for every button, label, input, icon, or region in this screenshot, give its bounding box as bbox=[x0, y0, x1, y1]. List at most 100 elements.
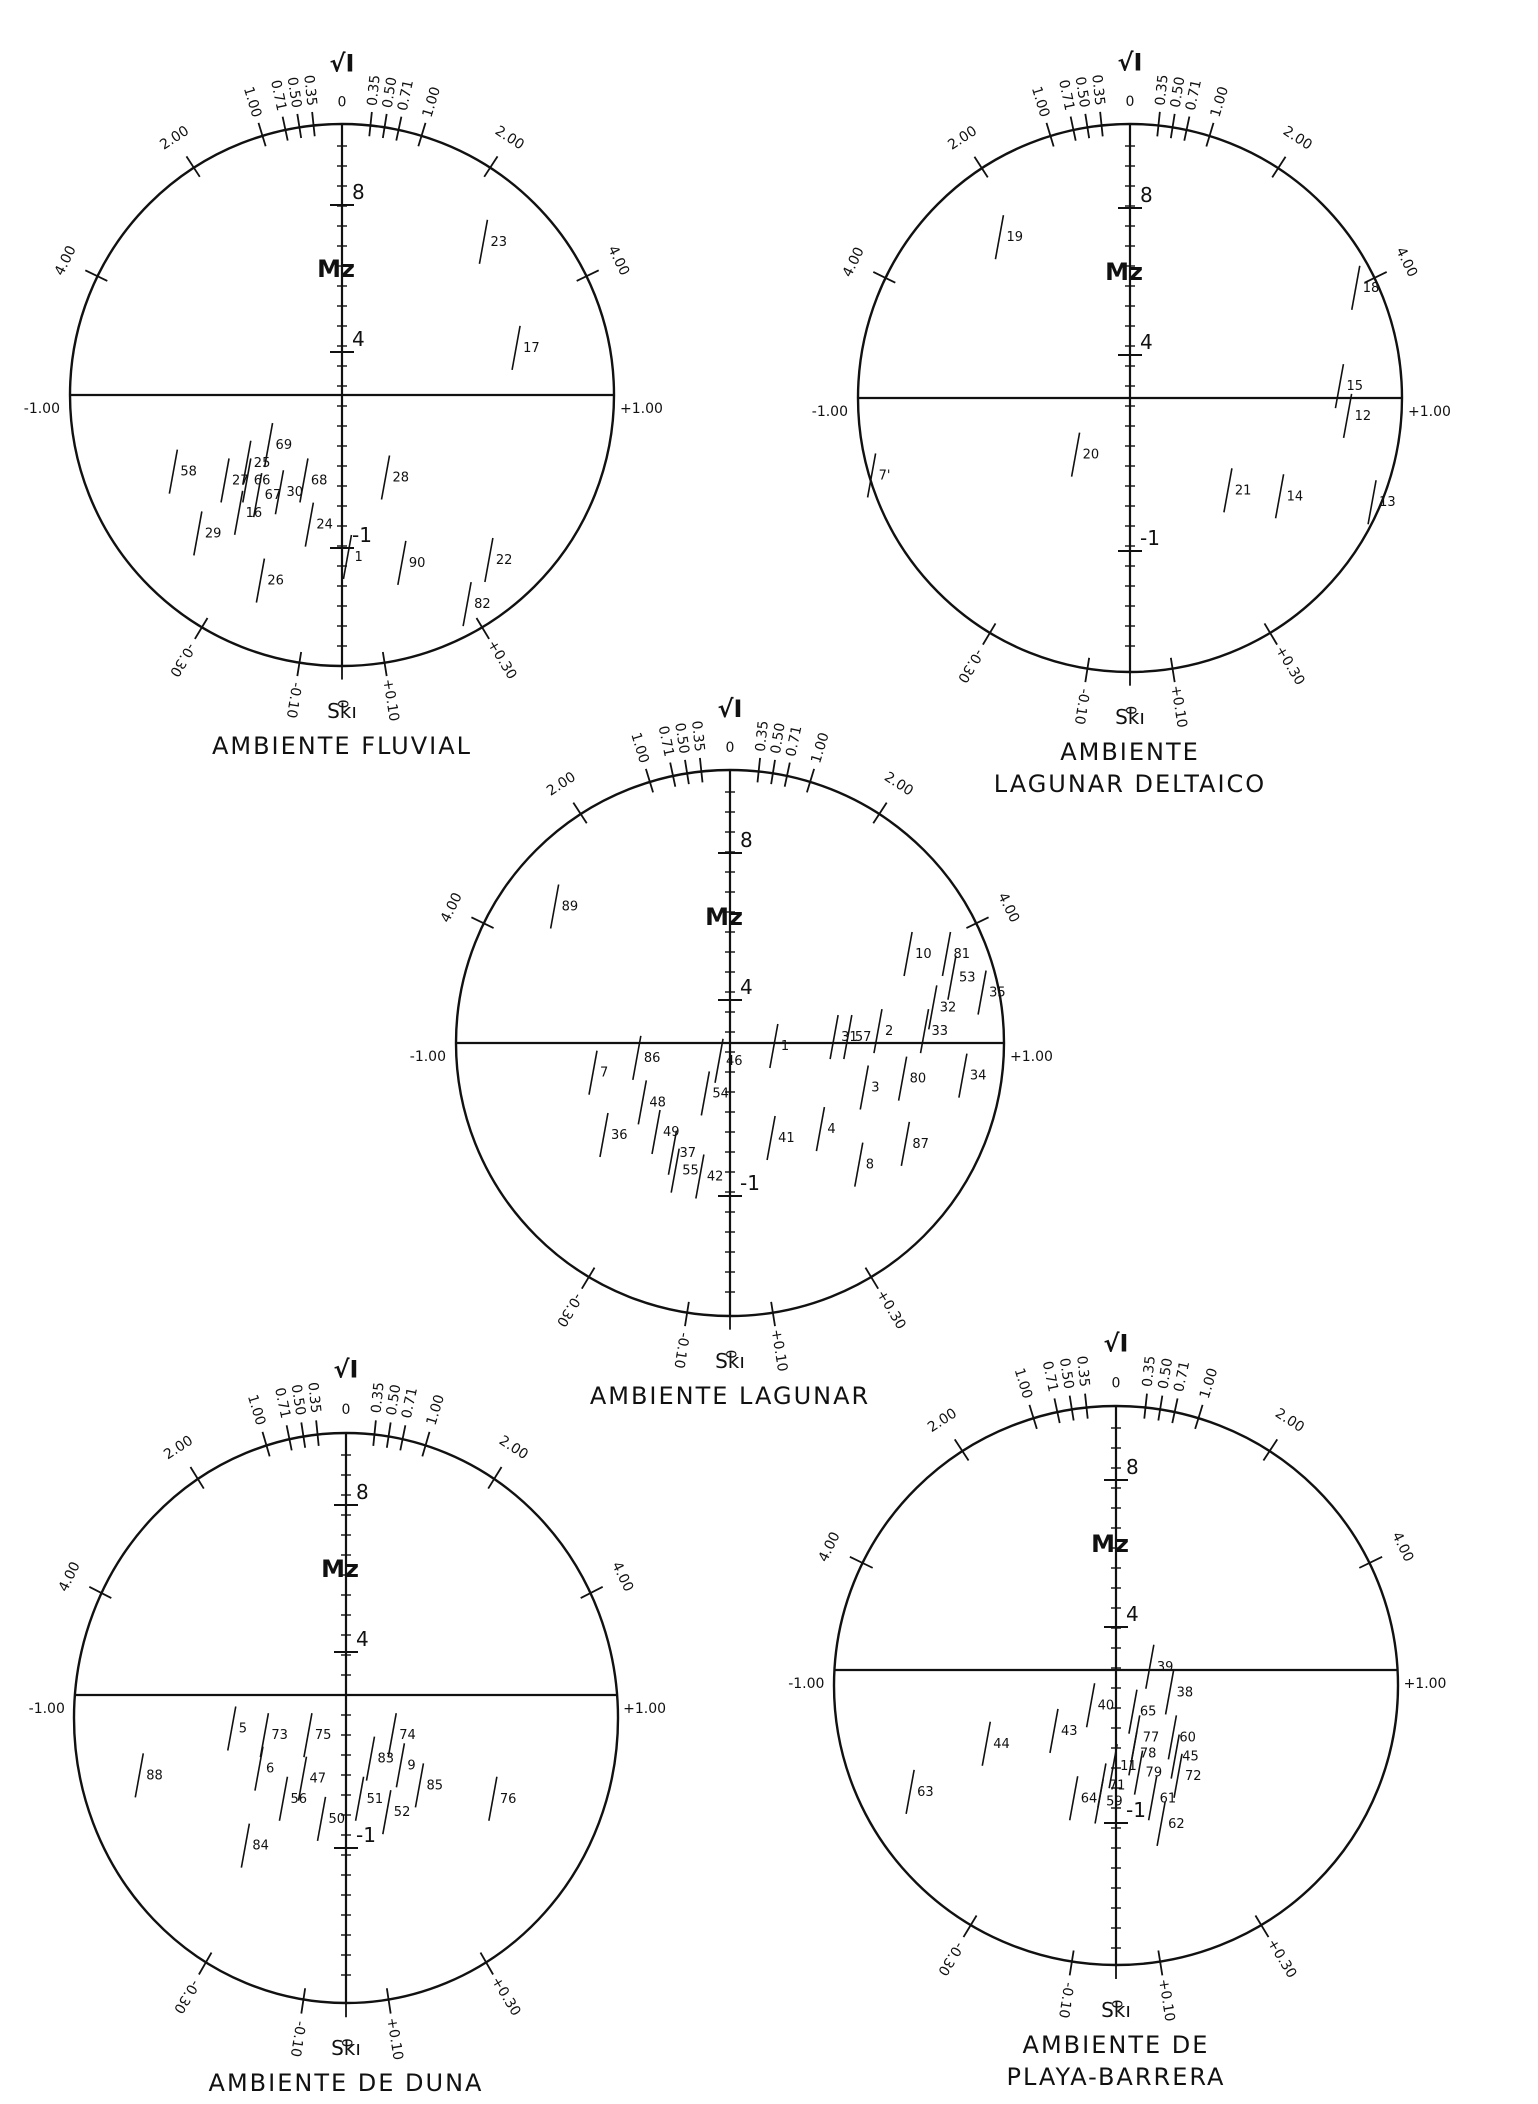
data-point-label: 30 bbox=[286, 485, 303, 500]
data-point-label: 90 bbox=[409, 556, 426, 571]
data-point-mark bbox=[242, 440, 252, 485]
sigma-tick-label-right: 2.00 bbox=[492, 123, 527, 153]
chart-title: AMBIENTE LAGUNAR bbox=[590, 1382, 870, 1410]
ski-tick bbox=[1084, 657, 1091, 683]
ski-tick-label: -0.30 bbox=[166, 640, 198, 679]
sigma-tick bbox=[417, 122, 427, 147]
data-point-label: 19 bbox=[1006, 230, 1023, 245]
sigma-tick bbox=[1143, 1393, 1148, 1419]
ski-tick-label: -0.30 bbox=[954, 646, 986, 685]
sigma-tick bbox=[576, 269, 600, 282]
sigma-zero-label: 0 bbox=[1126, 94, 1135, 110]
ski-axis-label: Skı bbox=[1101, 1998, 1131, 2022]
data-point-mark bbox=[1164, 1670, 1175, 1715]
data-point-label: 79 bbox=[1146, 1766, 1163, 1781]
data-point-mark bbox=[549, 884, 560, 929]
data-point-mark bbox=[994, 215, 1005, 260]
sigma-tick bbox=[300, 1422, 307, 1448]
data-point-label: 22 bbox=[496, 553, 513, 568]
sigma-tick-label-right: 2.00 bbox=[496, 1433, 531, 1463]
sigma-tick bbox=[421, 1431, 431, 1457]
data-point-label: 27 bbox=[232, 473, 249, 488]
data-point-label: 9 bbox=[407, 1758, 415, 1773]
sigma-tick-label-right: 2.00 bbox=[881, 769, 916, 799]
data-point-label: 46 bbox=[726, 1054, 743, 1069]
data-point-mark bbox=[1342, 393, 1353, 439]
sigma-tick-label-left: 0.50 bbox=[671, 722, 692, 755]
sigma-tick bbox=[684, 759, 690, 785]
data-point-label: 88 bbox=[146, 1768, 163, 1783]
sigma-tick-label-right: 0.71 bbox=[1183, 78, 1205, 112]
data-point-label: 29 bbox=[205, 526, 222, 541]
sigma-tick-label-right: 4.00 bbox=[994, 890, 1022, 925]
data-point-label: 16 bbox=[246, 506, 263, 521]
sigma-tick-label-left: 1.00 bbox=[1011, 1366, 1035, 1400]
data-point-mark bbox=[382, 1790, 392, 1835]
data-point-mark bbox=[1170, 1734, 1181, 1779]
sigma-tick-label-left: 1.00 bbox=[244, 1393, 268, 1427]
data-point-label: 32 bbox=[940, 1000, 957, 1015]
sigma-tick-label-right: 1.00 bbox=[808, 731, 832, 765]
ski-tick bbox=[1068, 1950, 1075, 1976]
data-point-mark bbox=[1085, 1683, 1096, 1728]
data-point-mark bbox=[695, 1154, 705, 1199]
data-point-mark bbox=[919, 1008, 930, 1054]
data-point-mark bbox=[599, 1112, 609, 1158]
sigma-tick bbox=[806, 768, 815, 793]
ski-tick-label: +0.10 bbox=[768, 1328, 791, 1373]
data-point-mark bbox=[637, 1080, 648, 1125]
mz-axis-label: Mz bbox=[1091, 1530, 1129, 1558]
data-point-mark bbox=[588, 1050, 598, 1095]
data-point-label: 4 bbox=[827, 1122, 835, 1137]
data-point-label: 44 bbox=[993, 1737, 1010, 1752]
ski-axis-label: Skı bbox=[331, 2036, 361, 2060]
data-point-label: 39 bbox=[1157, 1660, 1174, 1675]
data-point-label: 45 bbox=[1182, 1750, 1199, 1765]
left-end-label: -1.00 bbox=[788, 1676, 824, 1692]
sigma-tick-label-right: 0.35 bbox=[1153, 74, 1172, 107]
data-point-label: 60 bbox=[1179, 1730, 1196, 1745]
mz-tick-label: 4 bbox=[740, 975, 753, 999]
ski-tick bbox=[479, 1952, 494, 1975]
sigma-tick-label-left: 0.71 bbox=[271, 1386, 293, 1420]
data-point-label: 3 bbox=[871, 1081, 879, 1096]
sigma-tick-label-left: 0.35 bbox=[688, 720, 707, 753]
sigma-tick bbox=[1069, 116, 1077, 141]
data-point-label: 62 bbox=[1168, 1817, 1185, 1832]
ski-tick-label: -0.30 bbox=[170, 1977, 202, 2016]
data-point-label: 36 bbox=[611, 1128, 628, 1143]
sigma-tick bbox=[487, 1466, 503, 1490]
ski-tick-label: +0.10 bbox=[1155, 1978, 1178, 2023]
data-point-label: 14 bbox=[1287, 489, 1304, 504]
sigma-tick bbox=[1262, 1438, 1279, 1461]
data-point-mark bbox=[1128, 1731, 1138, 1776]
ski-tick-label: +0.30 bbox=[1264, 1936, 1300, 1981]
data-point-mark bbox=[1167, 1715, 1178, 1760]
sigma-tick bbox=[311, 111, 316, 137]
mz-tick-label: -1 bbox=[740, 1171, 760, 1195]
data-point-mark bbox=[1108, 1744, 1118, 1789]
data-point-label: 69 bbox=[276, 438, 293, 453]
mz-tick-label: 4 bbox=[1140, 330, 1153, 354]
data-point-mark bbox=[977, 970, 987, 1015]
sigma-tick bbox=[1053, 1398, 1061, 1424]
data-point-label: 56 bbox=[290, 1792, 307, 1807]
data-point-mark bbox=[1350, 265, 1361, 310]
data-point-mark bbox=[900, 1121, 911, 1167]
chart-title: AMBIENTE bbox=[1060, 738, 1200, 766]
ski-tick bbox=[684, 1301, 690, 1327]
mz-tick-label: 4 bbox=[352, 327, 365, 351]
sigma-tick-label-right: 0.35 bbox=[365, 74, 384, 107]
data-point-mark bbox=[242, 458, 252, 503]
sigma-symbol: √I bbox=[1104, 1330, 1129, 1358]
data-point-label: 7' bbox=[879, 468, 891, 483]
sigma-tick-label-right: 0.35 bbox=[369, 1381, 388, 1414]
sigma-tick bbox=[966, 916, 989, 929]
sigma-tick bbox=[1028, 1404, 1038, 1430]
data-point-label: 10 bbox=[915, 947, 932, 962]
sigma-tick-label-left: 1.00 bbox=[240, 85, 264, 119]
data-point-label: 73 bbox=[271, 1728, 288, 1743]
